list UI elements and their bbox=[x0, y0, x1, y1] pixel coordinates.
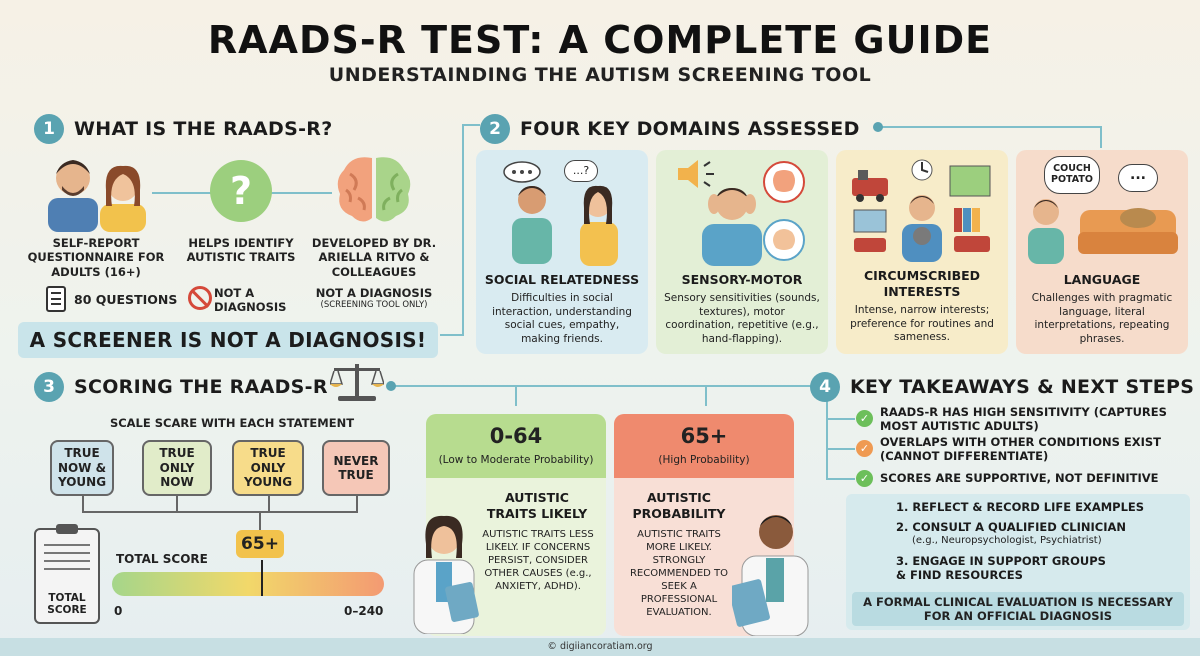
score-clipboard: TOTAL SCORE bbox=[34, 524, 100, 624]
section-3-number: 3 bbox=[34, 372, 64, 402]
connector-line bbox=[152, 192, 212, 194]
bar-max-label: 0–240 bbox=[344, 604, 384, 618]
clipboard-label: TOTAL SCORE bbox=[47, 592, 87, 617]
bracket-line bbox=[82, 496, 84, 512]
page-subtitle: UNDERSTAINDING THE AUTISM SCREENING TOOL bbox=[328, 64, 872, 86]
connector-line bbox=[1100, 126, 1102, 148]
connector-line bbox=[462, 125, 464, 335]
takeaway-3: SCORES ARE SUPPORTIVE, NOT DEFINITIVE bbox=[880, 471, 1159, 485]
section-2-number: 2 bbox=[480, 114, 510, 144]
connector-line bbox=[827, 448, 855, 450]
bracket-line bbox=[268, 496, 270, 512]
clipboard-icon bbox=[46, 286, 66, 312]
threshold-badge: 65+ bbox=[236, 530, 284, 558]
result-title-low: AUTISTIC TRAITS LIKELY bbox=[486, 490, 588, 521]
result-text-low: AUTISTIC TRAITS LESS LIKELY. IF CONCERNS… bbox=[482, 529, 594, 592]
scale-true-now-young: TRUE NOW & YOUNG bbox=[50, 440, 114, 496]
domain-title-language: LANGUAGE bbox=[1063, 272, 1141, 287]
bracket-line bbox=[356, 496, 358, 512]
not-diagnosis-label: NOT A DIAGNOSIS bbox=[214, 286, 287, 315]
connector-line bbox=[515, 386, 517, 406]
scale-true-only-young: TRUE ONLY YOUNG bbox=[232, 440, 304, 496]
footer-credit: © digiiancoratiam.org bbox=[0, 638, 1200, 656]
domain-title-sensory: SENSORY-MOTOR bbox=[681, 272, 803, 287]
result-prob-low: (Low to Moderate Probability) bbox=[438, 454, 594, 466]
connector-line bbox=[827, 478, 855, 480]
self-report-caption: SELF-REPORT QUESTIONNAIRE FOR ADULTS (16… bbox=[27, 236, 165, 279]
scale-caption: SCALE SCARE WITH EACH STATEMENT bbox=[109, 416, 355, 430]
speech-bubble: ...? bbox=[564, 160, 598, 182]
connector-line bbox=[878, 126, 1100, 128]
bracket-line bbox=[82, 511, 358, 513]
domain-text-interests: Intense, narrow interests; preference fo… bbox=[850, 304, 994, 344]
connector-line bbox=[392, 385, 812, 387]
ellipsis-bubble: ... bbox=[1118, 164, 1158, 192]
step-1: 1. REFLECT & RECORD LIFE EXAMPLES bbox=[896, 500, 1145, 514]
questions-count: 80 QUESTIONS bbox=[74, 292, 178, 307]
domain-text-language: Challenges with pragmatic language, lite… bbox=[1031, 292, 1173, 345]
connector-dot bbox=[386, 381, 396, 391]
domain-title-social: SOCIAL RELATEDNESS bbox=[484, 272, 640, 287]
section-1-number: 1 bbox=[34, 114, 64, 144]
screener-banner: A SCREENER IS NOT A DIAGNOSIS! bbox=[18, 322, 438, 358]
domain-text-social: Difficulties in social interaction, unde… bbox=[492, 292, 632, 345]
result-range-low: 0-64 bbox=[489, 424, 543, 448]
connector-line bbox=[826, 398, 828, 480]
scales-icon bbox=[328, 360, 386, 402]
page-title: RAADS-R TEST: A COMPLETE GUIDE bbox=[207, 18, 993, 62]
connector-dot bbox=[873, 122, 883, 132]
prohibited-icon bbox=[188, 286, 212, 310]
bar-min-label: 0 bbox=[114, 604, 123, 618]
check-icon: ✓ bbox=[856, 410, 873, 427]
domain-text-sensory: Sensory sensitivities (sounds, textures)… bbox=[664, 292, 820, 345]
conversation-illustration: ...? bbox=[492, 158, 632, 266]
domain-card-social bbox=[476, 150, 648, 354]
check-icon: ✓ bbox=[856, 440, 873, 457]
scale-never-true: NEVER TRUE bbox=[322, 440, 390, 496]
threshold-marker bbox=[260, 560, 263, 596]
result-range-high: 65+ bbox=[680, 424, 728, 448]
domain-title-interests: CIRCUMSCRIBED INTERESTS bbox=[863, 268, 981, 299]
check-icon: ✓ bbox=[856, 470, 873, 487]
score-gradient-bar bbox=[112, 560, 384, 596]
takeaway-1: RAADS-R HAS HIGH SENSITIVITY (CAPTURES M… bbox=[880, 405, 1167, 433]
result-prob-high: (High Probability) bbox=[658, 454, 750, 466]
section-4-number: 4 bbox=[810, 372, 840, 402]
section-4-title: KEY TAKEAWAYS & NEXT STEPS bbox=[850, 376, 1195, 398]
identify-traits-caption: HELPS IDENTIFY AUTISTIC TRAITS bbox=[186, 236, 296, 265]
connector-line bbox=[462, 124, 480, 126]
final-note: A FORMAL CLINICAL EVALUATION IS NECESSAR… bbox=[852, 592, 1184, 626]
connector-line bbox=[705, 386, 707, 406]
takeaway-2: OVERLAPS WITH OTHER CONDITIONS EXIST (CA… bbox=[880, 435, 1162, 463]
step-2-sub: (e.g., Neuropsychologist, Psychiatrist) bbox=[912, 535, 1102, 546]
connector-line bbox=[827, 418, 855, 420]
brain-icon bbox=[332, 150, 416, 228]
result-title-high: AUTISTIC PROBABILITY bbox=[632, 490, 726, 521]
interests-illustration bbox=[850, 158, 996, 262]
scale-true-only-now: TRUE ONLY NOW bbox=[142, 440, 212, 496]
developed-by-caption: DEVELOPED BY DR. ARIELLA RITVO & COLLEAG… bbox=[311, 236, 437, 279]
step-3: 3. ENGAGE IN SUPPORT GROUPS & FIND RESOU… bbox=[896, 554, 1106, 583]
bracket-line bbox=[259, 512, 261, 530]
language-illustration: COUCH POTATO ... bbox=[1022, 154, 1182, 266]
section-1-title: WHAT IS THE RAADS-R? bbox=[74, 118, 333, 140]
sensory-illustration bbox=[672, 158, 812, 266]
question-icon: ? bbox=[210, 160, 272, 222]
step-2: 2. CONSULT A QUALIFIED CLINICIAN bbox=[896, 520, 1127, 534]
section-3-title: SCORING THE RAADS-R bbox=[74, 376, 328, 398]
connector-line bbox=[270, 192, 332, 194]
male-doctor-illustration bbox=[728, 500, 816, 637]
result-text-high: AUTISTIC TRAITS MORE LIKELY. STRONGLY RE… bbox=[629, 529, 729, 618]
total-score-label: TOTAL SCORE bbox=[116, 552, 208, 566]
couch-potato-bubble: COUCH POTATO bbox=[1044, 156, 1100, 194]
people-icon bbox=[40, 150, 152, 232]
not-diagnosis-label-2: NOT A DIAGNOSIS bbox=[315, 286, 433, 300]
screening-note: (SCREENING TOOL ONLY) bbox=[320, 300, 428, 310]
connector-line bbox=[440, 334, 464, 336]
female-doctor-illustration bbox=[408, 506, 482, 635]
section-2-title: FOUR KEY DOMAINS ASSESSED bbox=[520, 118, 860, 140]
bracket-line bbox=[176, 496, 178, 512]
